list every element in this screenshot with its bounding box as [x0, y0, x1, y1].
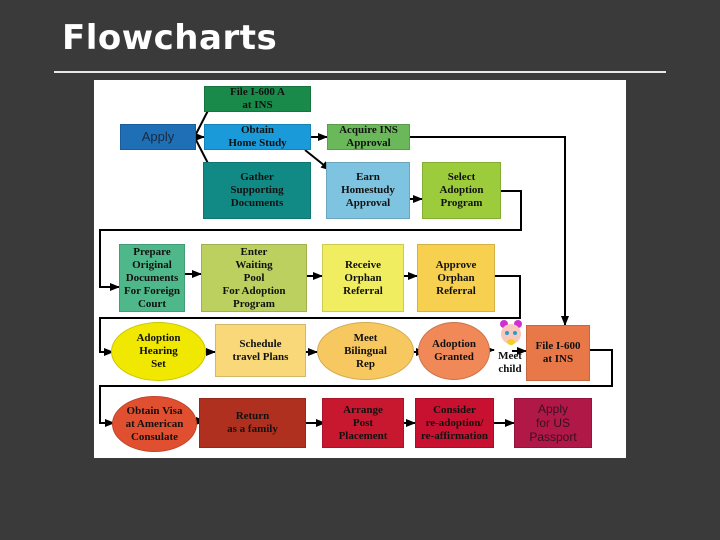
baby-icon: [500, 320, 522, 345]
node-select-program: Select Adoption Program: [422, 162, 501, 219]
node-schedule-travel: Schedule travel Plans: [215, 324, 306, 377]
node-label: Enter Waiting Pool For Adoption Program: [222, 245, 286, 310]
node-gather-docs: Gather Supporting Documents: [203, 162, 311, 219]
node-label: Obtain Visa at American Consulate: [125, 404, 184, 443]
meet-child-label: Meet child: [498, 350, 522, 375]
node-return-family: Return as a family: [199, 398, 306, 448]
node-label: Receive Orphan Referral: [343, 258, 383, 297]
node-label: Obtain Home Study: [228, 124, 287, 149]
node-acquire-ins: Acquire INS Approval: [327, 124, 410, 150]
node-label: File I-600 at INS: [535, 340, 581, 365]
node-obtain-home-study: Obtain Home Study: [204, 124, 311, 150]
node-label: Schedule travel Plans: [232, 337, 289, 363]
node-passport: Apply for US Passport: [514, 398, 592, 448]
node-bilingual-rep: Meet Bilingual Rep: [317, 322, 414, 380]
node-adoption-granted: Adoption Granted: [418, 322, 490, 380]
node-earn-homestudy: Earn Homestudy Approval: [326, 162, 410, 219]
node-label: Return as a family: [227, 410, 278, 435]
node-label: Select Adoption Program: [439, 171, 484, 209]
node-label: Meet Bilingual Rep: [344, 331, 387, 370]
node-label: Adoption Hearing Set: [136, 332, 181, 370]
node-approve-referral: Approve Orphan Referral: [417, 244, 495, 312]
node-post-placement: Arrange Post Placement: [322, 398, 404, 448]
node-readoption: Consider re-adoption/ re-affirmation: [415, 398, 494, 448]
node-file-i600a: File I-600 A at INS: [204, 86, 311, 112]
node-waiting-pool: Enter Waiting Pool For Adoption Program: [201, 244, 307, 312]
node-label: Apply for US Passport: [529, 402, 577, 444]
node-label: Earn Homestudy Approval: [341, 171, 395, 209]
node-label: Consider re-adoption/ re-affirmation: [421, 403, 488, 442]
node-label: Acquire INS Approval: [339, 124, 398, 149]
node-receive-referral: Receive Orphan Referral: [322, 244, 404, 312]
node-label: File I-600 A at INS: [230, 86, 285, 111]
node-label: Apply: [141, 129, 175, 144]
node-file-i600: File I-600 at INS: [526, 325, 590, 381]
node-prepare-docs: Prepare Original Documents For Foreign C…: [119, 244, 185, 312]
node-apply: Apply: [120, 124, 196, 150]
node-obtain-visa: Obtain Visa at American Consulate: [112, 396, 197, 452]
node-label: Approve Orphan Referral: [435, 258, 477, 297]
title-divider: [54, 71, 666, 73]
node-label: Arrange Post Placement: [338, 403, 388, 442]
node-label: Adoption Granted: [431, 338, 477, 363]
node-hearing-set: Adoption Hearing Set: [111, 322, 206, 381]
slide-title: Flowcharts: [62, 18, 278, 58]
node-label: Prepare Original Documents For Foreign C…: [123, 245, 181, 310]
node-label: Gather Supporting Documents: [230, 171, 284, 209]
